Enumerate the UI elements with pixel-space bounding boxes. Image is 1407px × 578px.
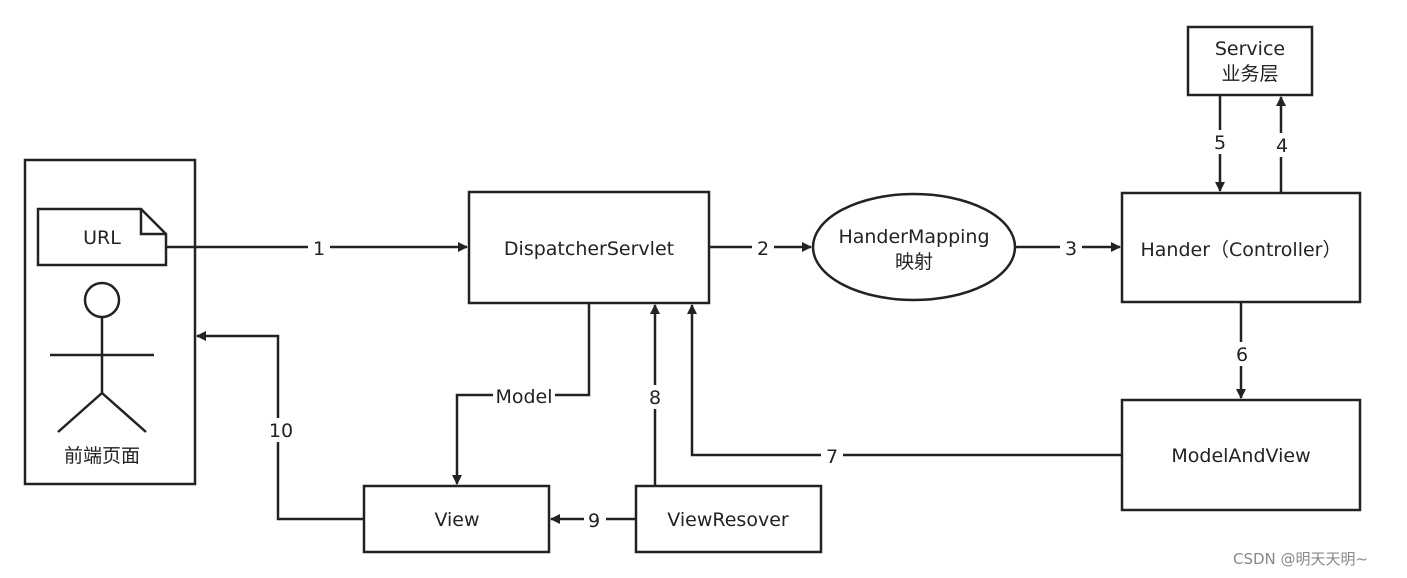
- service-node: Service 业务层: [1186, 25, 1314, 97]
- edge-6-label: 6: [1236, 344, 1248, 366]
- watermark-text: CSDN @明天天明~: [1233, 550, 1369, 568]
- edge-10-label: 10: [269, 420, 293, 442]
- handler-mapping-sublabel: 映射: [895, 251, 933, 273]
- handler-mapping-label: HanderMapping: [838, 226, 989, 248]
- handler-controller-label: Hander（Controller）: [1141, 239, 1342, 261]
- edge-model-label: Model: [495, 386, 552, 408]
- view-resolver-node: ViewResover: [634, 484, 823, 554]
- frontend-page-label: 前端页面: [64, 445, 140, 467]
- url-label: URL: [83, 227, 121, 249]
- view-resolver-label: ViewResover: [667, 509, 789, 531]
- user-actor-icon: [50, 281, 154, 433]
- dispatcher-servlet-label: DispatcherServlet: [504, 238, 674, 260]
- dispatcher-servlet-node: DispatcherServlet: [467, 190, 711, 305]
- view-label: View: [434, 509, 479, 531]
- handler-controller-node: Hander（Controller）: [1120, 191, 1362, 304]
- url-document-fold: [139, 209, 166, 236]
- service-sublabel: 业务层: [1221, 63, 1278, 85]
- edge-1-label: 1: [313, 238, 325, 260]
- url-document-icon: [36, 207, 168, 267]
- edge-9-label: 9: [588, 510, 600, 532]
- service-label: Service: [1215, 38, 1285, 60]
- edge-8-label: 8: [649, 387, 661, 409]
- frontend-page: URL 前端页面: [23, 158, 197, 486]
- edge-3-label: 3: [1065, 238, 1077, 260]
- model-and-view-label: ModelAndView: [1171, 445, 1310, 467]
- edge-2-label: 2: [757, 238, 769, 260]
- edge-4-label: 4: [1276, 135, 1288, 157]
- view-node: View: [362, 484, 551, 554]
- edge-7-label: 7: [826, 446, 838, 468]
- model-and-view-node: ModelAndView: [1120, 398, 1362, 512]
- edge-5-label: 5: [1214, 132, 1226, 154]
- handler-mapping-node: HanderMapping 映射: [811, 192, 1017, 302]
- edge-7-arrow: [687, 304, 1122, 457]
